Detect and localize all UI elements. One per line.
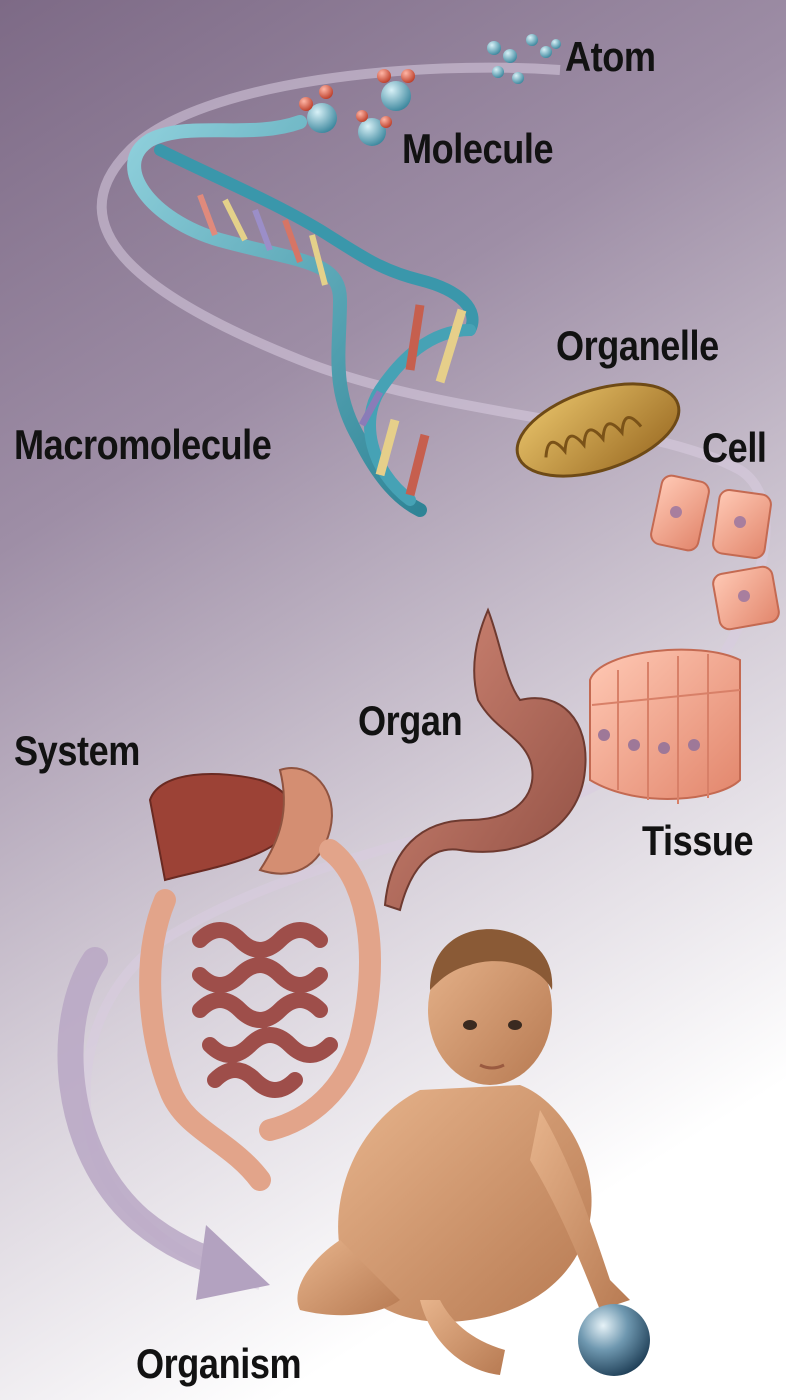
label-cell: Cell (702, 427, 767, 469)
label-organism: Organism (136, 1343, 301, 1385)
label-system: System (14, 730, 140, 772)
label-organelle: Organelle (556, 325, 719, 367)
ball (578, 1304, 650, 1376)
label-molecule: Molecule (402, 128, 553, 170)
label-macromolecule: Macromolecule (14, 424, 271, 466)
tissue-block (590, 650, 740, 804)
label-organ: Organ (358, 700, 462, 742)
label-tissue: Tissue (642, 820, 753, 862)
label-atom: Atom (565, 36, 656, 78)
